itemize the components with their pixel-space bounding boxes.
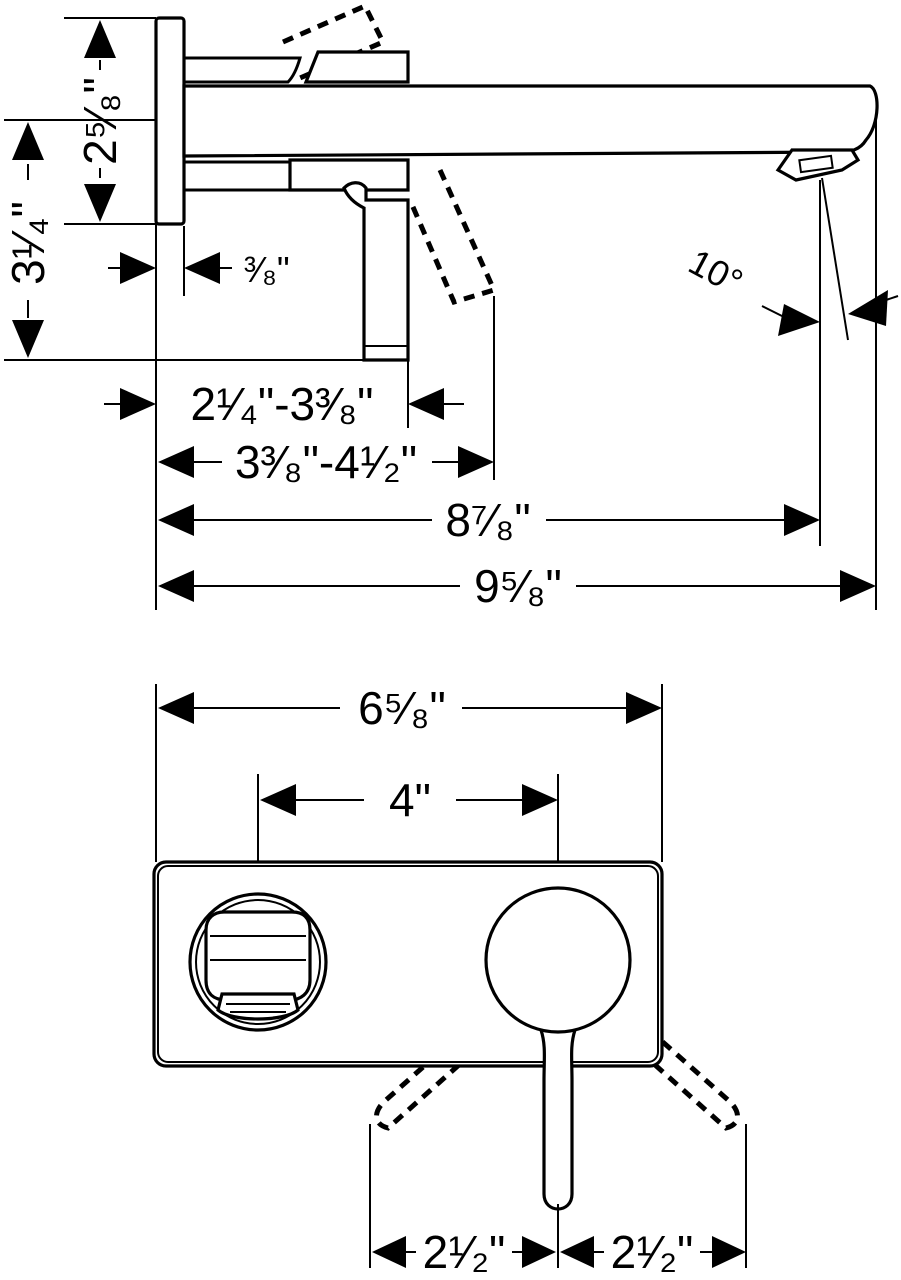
dim-angle: 10° [682,241,749,303]
dim-spout-total: 9⁵⁄₈" [474,560,562,612]
handle-body-top [303,50,410,84]
arrow-right [784,504,820,536]
dim-wall-gap: ³⁄₈" [244,249,290,290]
lever-arm [538,1028,578,1211]
arrow-right [778,304,820,336]
aerator-screen [216,992,300,1021]
handle-disc [484,886,632,1034]
aerator-slot [798,154,834,174]
arrow-left [372,1236,406,1268]
arrow-left [158,504,194,536]
dim-height-backplate: 2⁵⁄₈" [74,77,126,165]
arrow-left [260,784,296,816]
handle-lever [342,181,410,362]
arrow-left [848,290,888,326]
arrow-left [158,692,194,724]
aerator [775,148,861,182]
arrow-left [184,252,220,284]
side-view: 2⁵⁄₈" 3¹⁄₄" ³⁄₈" 2¹⁄₄"-3³⁄₈" 3³⁄₈"-4¹⁄₂"… [2,2,899,612]
arrow-down [12,320,44,358]
arrow-left [408,388,444,420]
aerator-housing [204,910,312,1002]
spout-body [182,84,879,158]
arrow-right [840,570,876,602]
arrow-up [84,20,116,58]
arrow-left [560,1236,594,1268]
spout-neck-lower [184,160,292,192]
dim-height-spout: 3¹⁄₄" [2,201,54,285]
dim-spout-outlet: 8⁷⁄₈" [445,494,530,546]
dim-center-spacing: 4" [389,774,431,826]
arrow-right [522,1236,556,1268]
arrow-right [120,252,156,284]
arrow-up [12,122,44,160]
front-view: 6⁵⁄₈" 4" 2¹⁄₂" [152,682,747,1278]
dim-handle-reach-open: 3³⁄₈"-4¹⁄₂" [235,436,417,488]
arrow-right [458,446,494,478]
wall-backplate [154,16,186,226]
spout-neck-upper [184,56,302,84]
dim-handle-reach: 2¹⁄₄"-3³⁄₈" [191,378,374,430]
arrow-right [626,692,662,724]
arrow-down [84,184,116,222]
arrow-right [712,1236,746,1268]
dim-plate-width: 6⁵⁄₈" [358,682,446,734]
dim-swing-right: 2¹⁄₂" [611,1226,694,1278]
handle-open-outline [407,168,498,306]
dim-swing-left: 2¹⁄₂" [423,1226,506,1278]
arrow-left [158,570,194,602]
arrow-left [158,446,194,478]
arrow-right [120,388,156,420]
lever-swing-left-outline [374,1002,516,1131]
lever-swing-right-outline [598,1002,740,1131]
arrow-right [522,784,558,816]
handle-collar [288,158,410,192]
